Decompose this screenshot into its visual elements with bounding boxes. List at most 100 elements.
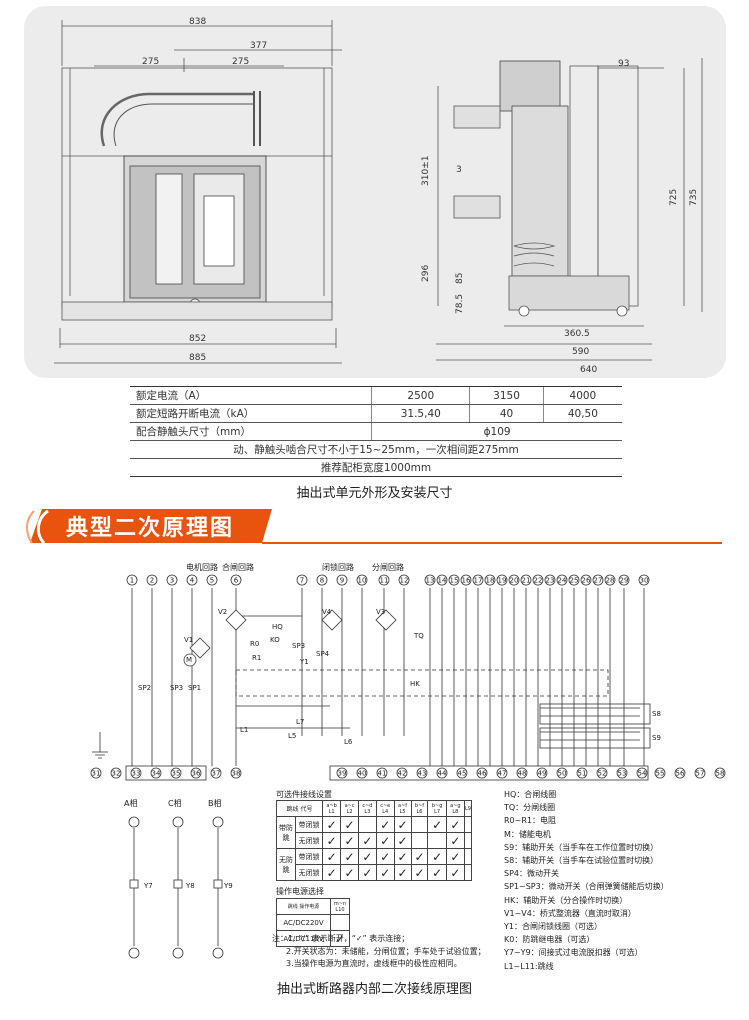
bottom-terminal bbox=[396, 767, 408, 779]
legend-item: HQ：合闸线圈 bbox=[504, 790, 557, 799]
top-terminal-label: 18 bbox=[486, 577, 495, 585]
optional-wiring-table: 跳线 代号 a~b L1 a~c L2 c~d L3 c~e L4 a~f L5… bbox=[276, 800, 473, 881]
dim-377: 377 bbox=[250, 41, 267, 51]
dim-275-b: 275 bbox=[232, 57, 249, 67]
spec-row-note2: 推荐配柜宽度1000mm bbox=[130, 458, 622, 477]
spec-cell: 40,50 bbox=[542, 404, 622, 423]
opt-mark bbox=[410, 816, 429, 833]
top-terminal-label: 5 bbox=[210, 577, 214, 585]
bottom-terminal-label: 57 bbox=[696, 770, 705, 778]
dim-85: 85 bbox=[455, 273, 465, 284]
bottom-terminal bbox=[694, 767, 706, 779]
spec-cell: 2500 bbox=[371, 386, 470, 405]
opt-mark: ✓ bbox=[357, 848, 377, 865]
spec-cell: 40 bbox=[469, 404, 544, 423]
top-terminal-label: 8 bbox=[320, 577, 324, 585]
top-terminal bbox=[436, 574, 448, 586]
top-terminal bbox=[378, 574, 390, 586]
opt-col: c~e L4 bbox=[375, 800, 395, 817]
opt-mark: ✓ bbox=[340, 864, 359, 881]
comp-TQ: TQ bbox=[413, 632, 424, 640]
opt-row-label: 带闭锁 bbox=[295, 848, 323, 865]
legend-item: HK：辅助开关（分合操作时切换） bbox=[504, 895, 628, 905]
label-close-circuit: 合闸回路 bbox=[222, 562, 254, 572]
phase-ct-diagram: A相 C相 B相 Y7 Y8 Y9 bbox=[124, 798, 233, 959]
opt-col: a~f L5 bbox=[393, 800, 412, 817]
caption-top: 抽出式单元外形及安装尺寸 bbox=[296, 486, 453, 501]
top-terminal-label: 13 bbox=[426, 577, 435, 585]
bottom-terminal bbox=[616, 767, 628, 779]
opt-mark bbox=[463, 832, 473, 849]
note-line: 注：1. “/” 表示断开，“✓” 表示连接； bbox=[272, 934, 410, 943]
power-head: 跳线 操作电源 bbox=[276, 898, 331, 915]
jumper-L1: L1 bbox=[240, 726, 248, 734]
top-terminal bbox=[604, 574, 616, 586]
bottom-terminal-label: 40 bbox=[358, 770, 367, 778]
opt-mark: ✓ bbox=[393, 816, 412, 833]
comp-S9: S9 bbox=[652, 734, 661, 742]
opt-col: a~g L8 bbox=[445, 800, 465, 817]
top-terminal-label: 3 bbox=[170, 577, 174, 585]
opt-row-label: 无闭锁 bbox=[295, 864, 323, 881]
comp-SP3-a: SP3 bbox=[292, 642, 305, 650]
bridge-rectifier-icon bbox=[189, 637, 211, 659]
legend-item: S9：辅助开关（当手车在工作位置时切换） bbox=[504, 842, 659, 852]
opt-col: a~c L2 bbox=[340, 800, 359, 817]
bottom-terminal bbox=[376, 767, 388, 779]
top-terminal-label: 26 bbox=[582, 577, 591, 585]
bottom-terminal bbox=[130, 767, 142, 779]
bottom-terminal-label: 52 bbox=[598, 770, 607, 778]
opt-row-label: 无闭锁 bbox=[295, 832, 323, 849]
top-terminal bbox=[556, 574, 568, 586]
opt-mark: ✓ bbox=[321, 848, 342, 865]
comp-R1: R1 bbox=[252, 654, 261, 662]
bottom-terminal-label: 41 bbox=[378, 770, 387, 778]
opt-row-label: 带闭锁 bbox=[295, 816, 323, 833]
dim-3: 3 bbox=[456, 165, 462, 175]
top-terminal bbox=[296, 574, 308, 586]
top-terminal bbox=[126, 574, 138, 586]
opt-mark: ✓ bbox=[393, 864, 412, 881]
bridge-rectifier-icon bbox=[225, 609, 247, 631]
spec-cell: 31.5,40 bbox=[371, 404, 470, 423]
spec-row-breaking: 额定短路开断电流（kA） 31.5,40 40 40,50 bbox=[130, 404, 622, 423]
power-select-table: 跳线 操作电源 m~n L10 AC/DC220V AC/DC110V ✓ bbox=[276, 898, 350, 947]
opt-mark bbox=[410, 832, 429, 849]
opt-mark bbox=[463, 864, 473, 881]
bottom-terminal bbox=[516, 767, 528, 779]
opt-mark: ✓ bbox=[321, 816, 342, 833]
section-title: 典型二次原理图 bbox=[66, 516, 235, 541]
top-terminal bbox=[484, 574, 496, 586]
top-terminal-label: 24 bbox=[558, 577, 567, 585]
top-terminal-label: 23 bbox=[546, 577, 555, 585]
top-terminal bbox=[186, 574, 198, 586]
motor-icon bbox=[183, 653, 197, 667]
note-line: 3.当操作电源为直流时，虚线框中的极性应相同。 bbox=[286, 959, 462, 968]
power-row-label: AC/DC110V bbox=[276, 930, 331, 947]
top-terminal bbox=[146, 574, 158, 586]
top-terminal bbox=[356, 574, 368, 586]
ct-Y9: Y9 bbox=[223, 882, 233, 890]
top-terminal bbox=[508, 574, 520, 586]
opt-mark: ✓ bbox=[445, 848, 465, 865]
opt-mark bbox=[427, 832, 447, 849]
bottom-terminal bbox=[150, 767, 162, 779]
spec-row-contact: 配合静触头尺寸（mm） ϕ109 bbox=[130, 422, 622, 441]
top-terminal-label: 16 bbox=[462, 577, 471, 585]
legend-item: M：储能电机 bbox=[504, 829, 551, 839]
dim-640: 640 bbox=[580, 365, 597, 375]
bottom-terminal-label: 43 bbox=[418, 770, 427, 778]
phase-a-label: A相 bbox=[124, 798, 137, 808]
bottom-terminal bbox=[230, 767, 242, 779]
opt-mark: ✓ bbox=[445, 864, 465, 881]
opt-mark: ✓ bbox=[410, 864, 429, 881]
dim-296: 296 bbox=[421, 265, 431, 282]
opt-mark: ✓ bbox=[375, 816, 395, 833]
legend-item: L1~L11:跳线 bbox=[504, 961, 554, 971]
bridge-rectifier-icon bbox=[375, 609, 397, 631]
power-mark bbox=[330, 914, 350, 931]
opt-mark: ✓ bbox=[340, 816, 359, 833]
opt-mark: ✓ bbox=[357, 864, 377, 881]
opt-mark: ✓ bbox=[445, 816, 465, 833]
spec-cell: 4000 bbox=[542, 386, 622, 405]
